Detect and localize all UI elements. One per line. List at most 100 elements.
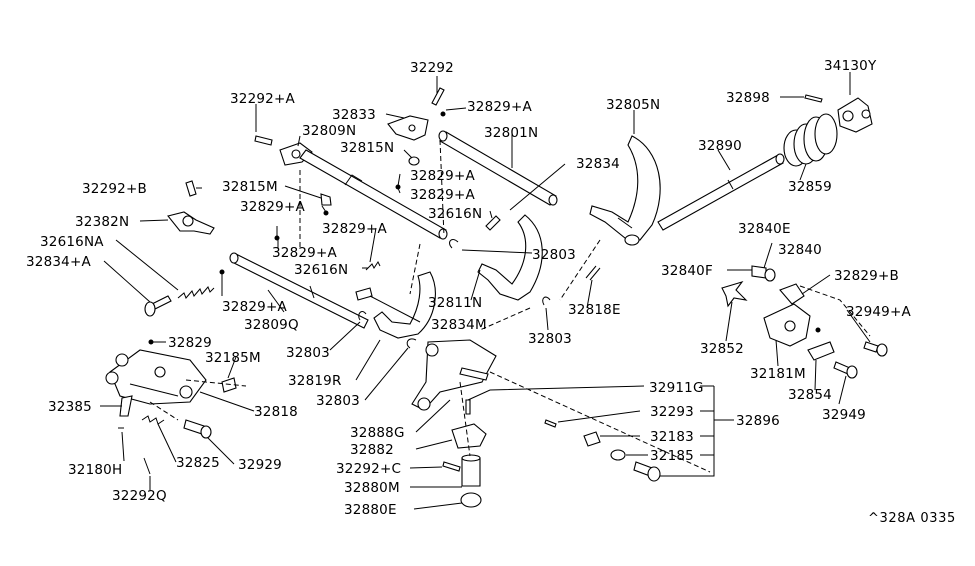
bracket-32852 (721, 280, 748, 308)
clip-32803-d (542, 296, 551, 306)
label-32815m[interactable]: 32815M (222, 179, 278, 195)
shift-rod-32890 (657, 153, 785, 231)
label-32898[interactable]: 32898 (726, 90, 770, 106)
bracket-32181m (763, 303, 811, 347)
label-32616n-top[interactable]: 32616N (428, 206, 482, 222)
label-32880e[interactable]: 32880E (344, 502, 397, 518)
label-32834-a[interactable]: 32834+A (26, 254, 91, 270)
label-32949-a[interactable]: 32949+A (846, 304, 911, 320)
label-32811n[interactable]: 32811N (428, 295, 482, 311)
label-32803-b[interactable]: 32803 (528, 331, 572, 347)
label-32819r[interactable]: 32819R (288, 373, 342, 389)
label-32185m[interactable]: 32185M (205, 350, 261, 366)
label-32829-b[interactable]: 32829+B (834, 268, 899, 284)
bolt-32949a (863, 341, 888, 357)
label-32292-a[interactable]: 32292+A (230, 91, 295, 107)
label-32829-a-l1[interactable]: 32829+A (240, 199, 305, 215)
part-32840f (751, 265, 776, 282)
label-32183[interactable]: 32183 (650, 429, 694, 445)
pin-32898 (804, 94, 823, 103)
label-32805n[interactable]: 32805N (606, 97, 660, 113)
label-32292[interactable]: 32292 (410, 60, 454, 76)
part-labels: 32292 32292+A 32833 32829+A 32809N 32801… (26, 58, 911, 518)
spring-32616n-top (485, 215, 501, 231)
leader-lines (100, 72, 871, 510)
label-32840f[interactable]: 32840F (661, 263, 713, 279)
label-32890[interactable]: 32890 (698, 138, 742, 154)
label-32929[interactable]: 32929 (238, 457, 282, 473)
spring-32825 (141, 415, 165, 425)
label-32840e[interactable]: 32840E (738, 221, 791, 237)
label-32818[interactable]: 32818 (254, 404, 298, 420)
spring-32616n (365, 261, 381, 271)
pin-32911g (465, 399, 471, 415)
label-32809q[interactable]: 32809Q (244, 317, 299, 333)
label-32829-a-l3[interactable]: 32829+A (272, 245, 337, 261)
label-32840[interactable]: 32840 (778, 242, 822, 258)
housing-32818 (105, 349, 207, 405)
joint-34130y (837, 97, 873, 133)
label-32382n[interactable]: 32382N (75, 214, 129, 230)
label-32803-c[interactable]: 32803 (286, 345, 330, 361)
label-32829-a-l2[interactable]: 32829+A (322, 221, 387, 237)
label-32825[interactable]: 32825 (176, 455, 220, 471)
bolt-32834a (144, 295, 172, 317)
label-32852[interactable]: 32852 (700, 341, 744, 357)
label-32882[interactable]: 32882 (350, 442, 394, 458)
clip-32803-b (358, 311, 367, 321)
label-32803-d[interactable]: 32803 (316, 393, 360, 409)
part-32185m (221, 377, 237, 393)
pin-32293 (544, 419, 557, 428)
label-32181m[interactable]: 32181M (750, 366, 806, 382)
bolt-32834m (355, 287, 373, 301)
label-32829[interactable]: 32829 (168, 335, 212, 351)
ball-32880e (460, 492, 482, 508)
label-32815n[interactable]: 32815N (340, 140, 394, 156)
label-32385[interactable]: 32385 (48, 399, 92, 415)
dashed-lines (149, 139, 871, 473)
label-32293[interactable]: 32293 (650, 404, 694, 420)
label-32829-a-l4[interactable]: 32829+A (222, 299, 287, 315)
label-32616n-mid[interactable]: 32616N (294, 262, 348, 278)
ball-32829a-1 (440, 111, 446, 117)
spring-32818e (585, 265, 601, 281)
label-32859[interactable]: 32859 (788, 179, 832, 195)
shift-fork-32805n (589, 135, 661, 246)
bushing-32880m (461, 454, 481, 487)
label-32834[interactable]: 32834 (576, 156, 620, 172)
label-34130y[interactable]: 34130Y (824, 58, 877, 74)
part-32815n (408, 156, 420, 166)
label-32292-b[interactable]: 32292+B (82, 181, 147, 197)
label-32896[interactable]: 32896 (736, 413, 780, 429)
label-32829-a-m1[interactable]: 32829+A (410, 168, 475, 184)
clip-32803-c (406, 338, 417, 349)
label-32880m[interactable]: 32880M (344, 480, 400, 496)
clip-32803-a (449, 239, 459, 249)
bolt-32929 (183, 419, 212, 439)
label-32834m[interactable]: 32834M (431, 317, 487, 333)
label-32829-a-m2[interactable]: 32829+A (410, 187, 475, 203)
label-32809n[interactable]: 32809N (302, 123, 356, 139)
label-32818e[interactable]: 32818E (568, 302, 621, 318)
part-32854 (807, 341, 835, 361)
label-32616na[interactable]: 32616NA (40, 234, 104, 250)
label-32292-c[interactable]: 32292+C (336, 461, 401, 477)
label-32833[interactable]: 32833 (332, 107, 376, 123)
label-32854[interactable]: 32854 (788, 387, 832, 403)
label-32292q[interactable]: 32292Q (112, 488, 167, 504)
label-32180h[interactable]: 32180H (68, 462, 122, 478)
part-32183 (583, 431, 601, 447)
part-32385 (119, 395, 133, 417)
ball-32829a-5 (219, 269, 225, 275)
pin-32292c (442, 461, 461, 472)
label-32829-a-top[interactable]: 32829+A (467, 99, 532, 115)
label-32803-a[interactable]: 32803 (532, 247, 576, 263)
label-32949[interactable]: 32949 (822, 407, 866, 423)
shift-rod-32809n (279, 142, 448, 240)
label-32888g[interactable]: 32888G (350, 425, 405, 441)
label-32801n[interactable]: 32801N (484, 125, 538, 141)
label-32185[interactable]: 32185 (650, 448, 694, 464)
label-32911g[interactable]: 32911G (649, 380, 704, 396)
